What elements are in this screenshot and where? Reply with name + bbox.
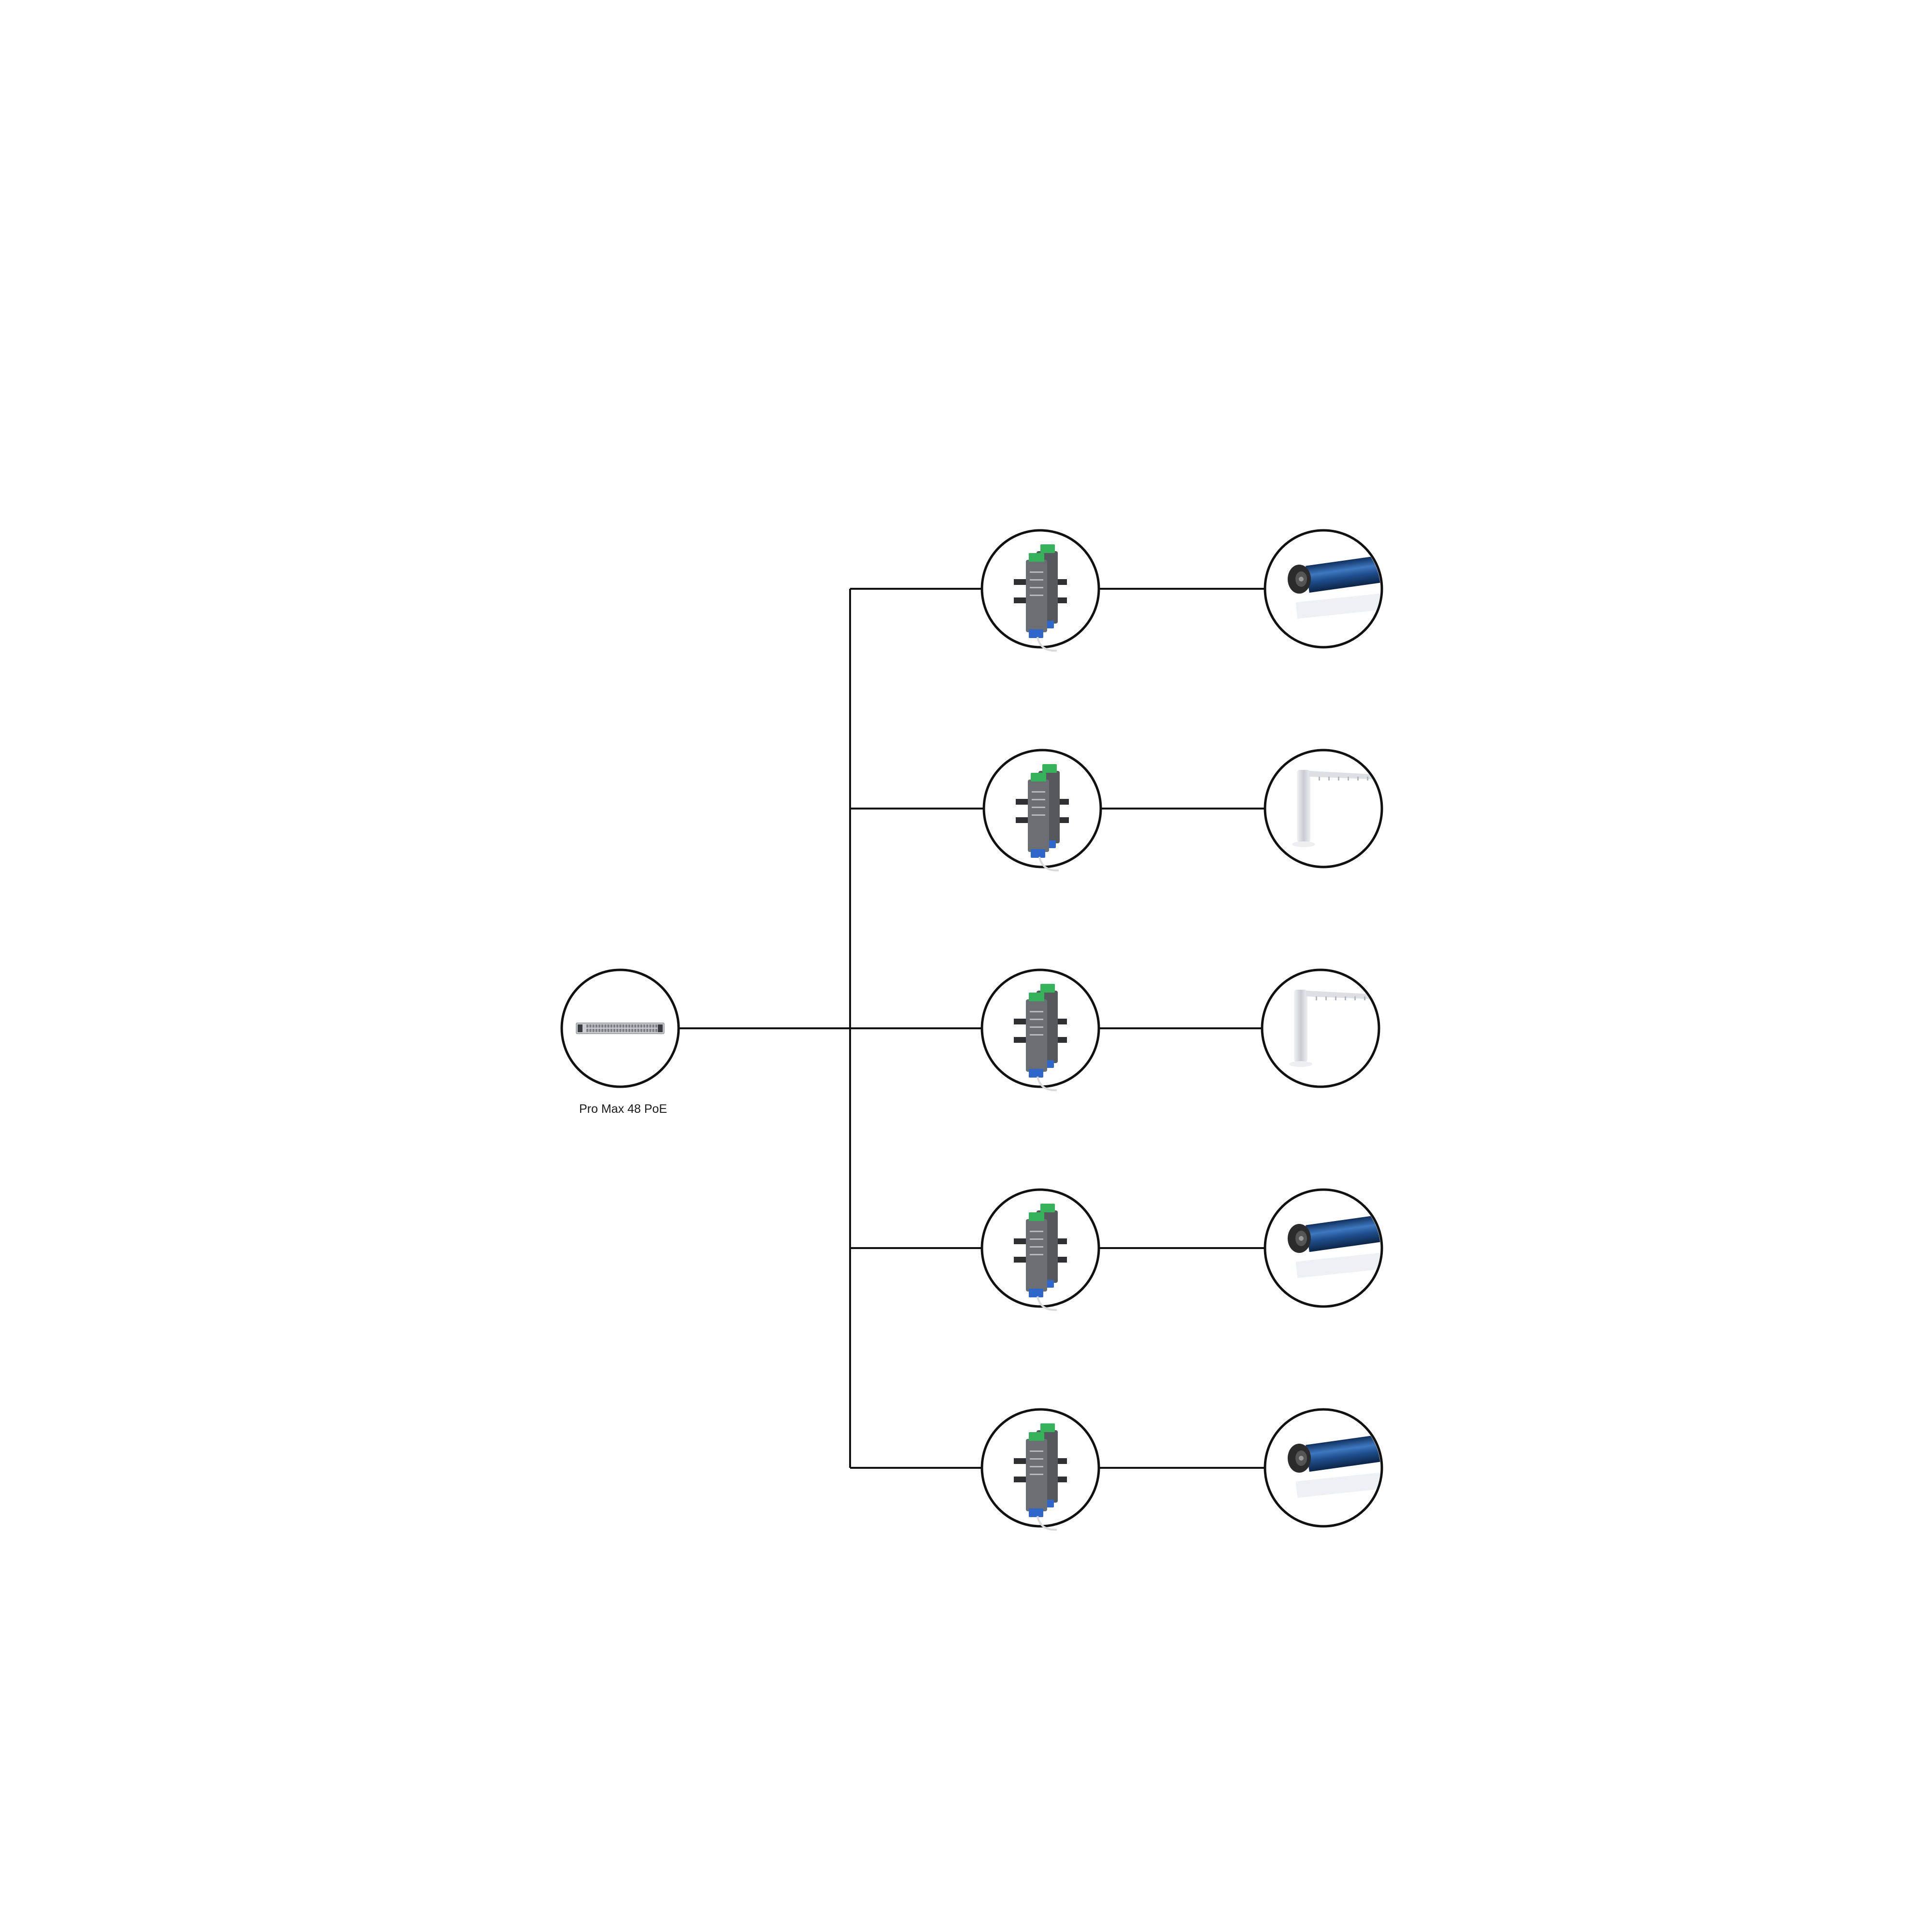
din-rail-controller-icon (1014, 544, 1067, 652)
din-rail-controller-icon (1014, 1423, 1067, 1531)
device-node[interactable] (1261, 968, 1380, 1088)
din-rail-controller-icon (1014, 984, 1067, 1092)
device-node[interactable] (1264, 1408, 1403, 1528)
controller-node[interactable] (980, 529, 1100, 652)
din-rail-controller-icon (1016, 764, 1069, 872)
controller-node[interactable] (980, 1408, 1100, 1531)
din-rail-controller-icon (1014, 1204, 1067, 1311)
device-node[interactable] (1264, 749, 1383, 868)
controller-node[interactable] (980, 1188, 1100, 1311)
device-node[interactable] (1264, 1188, 1403, 1308)
tubular-motor-icon (1288, 554, 1380, 619)
tubular-motor-icon (1288, 1433, 1380, 1498)
tubular-motor-icon (1288, 1213, 1380, 1278)
curtain-track-icon (1289, 990, 1378, 1067)
controller-node[interactable] (980, 968, 1100, 1092)
poe-switch-icon (576, 1023, 665, 1034)
device-node[interactable] (1264, 529, 1403, 649)
hub-label: Pro Max 48 PoE (579, 1102, 668, 1116)
curtain-track-icon (1292, 770, 1380, 847)
controller-node[interactable] (982, 749, 1102, 872)
connector-lines (679, 588, 1265, 1469)
hub-node[interactable] (560, 968, 680, 1088)
